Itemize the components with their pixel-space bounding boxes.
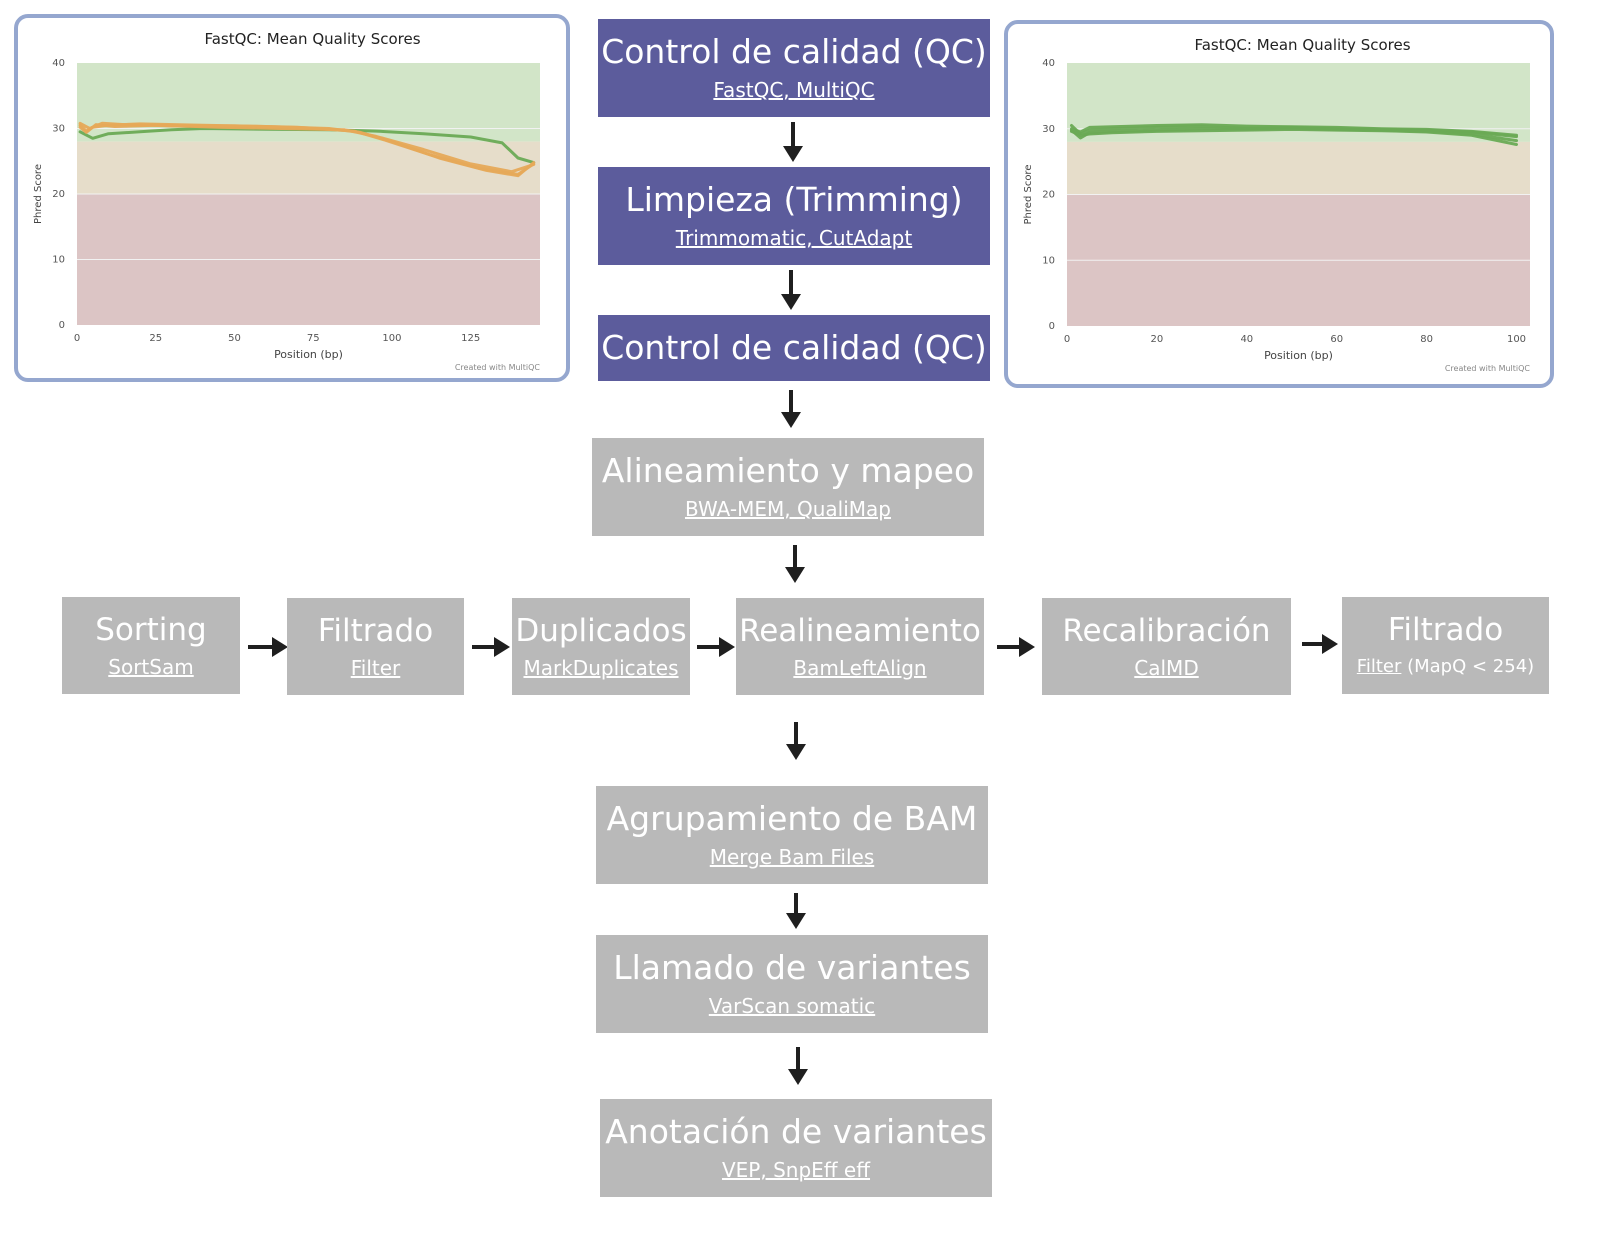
step-duplicados-tools[interactable]: MarkDuplicates xyxy=(523,655,679,680)
y-tick-label: 0 xyxy=(59,320,65,331)
step-calling-tools[interactable]: VarScan somatic xyxy=(708,994,876,1018)
step-qc1-tools[interactable]: FastQC, MultiQC xyxy=(713,78,875,102)
y-axis-label: Phred Score xyxy=(33,164,44,224)
step-calling: Llamado de variantes VarScan somatic xyxy=(596,935,988,1033)
y-tick-label: 0 xyxy=(1049,321,1055,332)
qc-plot-left-panel: 0 10 20 30 40 0 25 50 75 100 125 FastQC: Mean Quali… xyxy=(14,14,570,382)
y-tick-label: 30 xyxy=(1042,124,1055,135)
plot-credit: Created with MultiQC xyxy=(1445,364,1531,373)
step-filtrado2-tools[interactable]: Filter xyxy=(1356,655,1402,677)
y-tick-label: 20 xyxy=(52,189,65,200)
step-realineamiento: Realineamiento BamLeftAlign xyxy=(736,598,984,695)
arrow-down-4 xyxy=(785,545,805,583)
step-annotation-tools[interactable]: VEP, SnpEff eff xyxy=(721,1158,871,1182)
arrow-down-7 xyxy=(788,1047,808,1085)
band-warn xyxy=(77,141,540,194)
arrow-right-4 xyxy=(997,637,1035,657)
step-filtrado1-tools[interactable]: Filter xyxy=(350,655,401,680)
step-align: Alineamiento y mapeo BWA-MEM, QualiMap xyxy=(592,438,984,536)
step-filtrado2-note: (MapQ < 254) xyxy=(1401,655,1535,677)
step-qc1-title: Control de calidad (QC) xyxy=(601,32,987,71)
step-merge-tools[interactable]: Merge Bam Files xyxy=(709,845,875,869)
step-filtrado2-title: Filtrado xyxy=(1387,611,1504,648)
arrow-down-6 xyxy=(786,893,806,929)
x-tick-label: 20 xyxy=(1151,334,1164,345)
step-recalibracion-title: Recalibración xyxy=(1062,612,1271,649)
y-tick-label: 40 xyxy=(1042,58,1055,69)
qc-plot-left: 0 10 20 30 40 0 25 50 75 100 125 FastQC: Mean Quali… xyxy=(33,30,541,372)
y-tick-label: 40 xyxy=(52,58,65,69)
step-duplicados: Duplicados MarkDuplicates xyxy=(512,598,690,695)
x-axis-label: Position (bp) xyxy=(274,348,343,361)
y-tick-label: 10 xyxy=(52,255,65,266)
step-recalibracion-tools[interactable]: CalMD xyxy=(1134,655,1199,680)
step-align-title: Alineamiento y mapeo xyxy=(601,451,975,490)
arrow-right-3 xyxy=(697,637,735,657)
x-tick-label: 125 xyxy=(461,333,480,344)
x-axis-label: Position (bp) xyxy=(1264,349,1333,362)
step-sorting-title: Sorting xyxy=(95,611,207,648)
y-tick-label: 10 xyxy=(1042,255,1055,266)
y-tick-label: 20 xyxy=(1042,190,1055,201)
series-line-pass xyxy=(1070,123,1518,137)
step-sorting: Sorting SortSam xyxy=(62,597,240,694)
step-annotation: Anotación de variantes VEP, SnpEff eff xyxy=(600,1099,992,1197)
arrow-right-1 xyxy=(248,637,288,657)
x-tick-label: 25 xyxy=(149,333,162,344)
step-filtrado1: Filtrado Filter xyxy=(287,598,464,695)
step-filtrado2-tools-line: Filter (MapQ < 254) xyxy=(1357,653,1534,681)
x-tick-label: 40 xyxy=(1240,334,1253,345)
step-trimming-title: Limpieza (Trimming) xyxy=(625,180,963,219)
step-filtrado1-title: Filtrado xyxy=(317,612,434,649)
plot-title: FastQC: Mean Quality Scores xyxy=(204,30,420,48)
x-tick-label: 50 xyxy=(228,333,241,344)
arrow-right-2 xyxy=(472,637,510,657)
step-trimming: Limpieza (Trimming) Trimmomatic, CutAdap… xyxy=(598,167,990,265)
step-realineamiento-tools[interactable]: BamLeftAlign xyxy=(793,655,927,680)
step-qc2-title: Control de calidad (QC) xyxy=(601,328,987,367)
qc-plot-right: 0 10 20 30 40 0 20 40 60 80 100 FastQC: Mean Qualit… xyxy=(1023,36,1531,373)
x-tick-label: 0 xyxy=(74,333,80,344)
arrow-right-5 xyxy=(1302,634,1338,654)
qc-plot-right-panel: 0 10 20 30 40 0 20 40 60 80 100 FastQC: Mean Qualit… xyxy=(1004,20,1554,388)
step-realineamiento-title: Realineamiento xyxy=(739,612,981,649)
plot-credit: Created with MultiQC xyxy=(455,363,541,372)
step-trimming-tools[interactable]: Trimmomatic, CutAdapt xyxy=(675,226,913,250)
step-qc1: Control de calidad (QC) FastQC, MultiQC xyxy=(598,19,990,117)
step-qc2: Control de calidad (QC) xyxy=(598,315,990,381)
series-line-pass xyxy=(1070,127,1518,146)
arrow-down-2 xyxy=(781,270,801,310)
arrow-down-1 xyxy=(783,122,803,162)
x-tick-label: 0 xyxy=(1064,334,1070,345)
x-tick-label: 100 xyxy=(382,333,401,344)
x-tick-label: 75 xyxy=(307,333,320,344)
step-recalibracion: Recalibración CalMD xyxy=(1042,598,1291,695)
x-tick-label: 100 xyxy=(1507,334,1526,345)
arrow-down-5 xyxy=(786,722,806,760)
y-tick-label: 30 xyxy=(52,124,65,135)
step-sorting-tools[interactable]: SortSam xyxy=(108,654,194,679)
step-annotation-title: Anotación de variantes xyxy=(605,1112,987,1151)
step-merge-title: Agrupamiento de BAM xyxy=(606,799,978,838)
step-merge: Agrupamiento de BAM Merge Bam Files xyxy=(596,786,988,884)
band-warn xyxy=(1067,141,1530,195)
arrow-down-3 xyxy=(781,390,801,428)
step-filtrado2: Filtrado Filter (MapQ < 254) xyxy=(1342,597,1549,694)
series-line-fail xyxy=(78,121,536,176)
step-calling-title: Llamado de variantes xyxy=(613,948,971,987)
plot-title: FastQC: Mean Quality Scores xyxy=(1194,36,1410,54)
y-axis-label: Phred Score xyxy=(1023,165,1034,225)
x-tick-label: 80 xyxy=(1420,334,1433,345)
x-tick-label: 60 xyxy=(1330,334,1343,345)
step-duplicados-title: Duplicados xyxy=(515,612,687,649)
step-align-tools[interactable]: BWA-MEM, QualiMap xyxy=(684,497,891,521)
